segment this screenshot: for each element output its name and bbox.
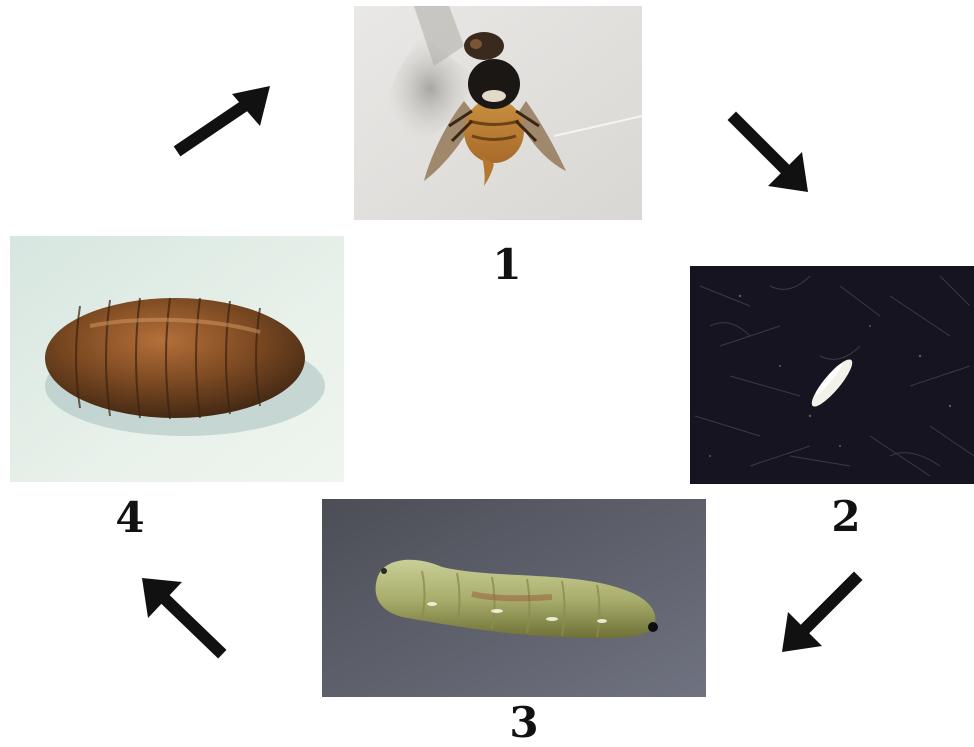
adult-fly-photo (354, 6, 642, 220)
stage-label-3: 3 (494, 702, 554, 744)
arrow-down-left-icon (770, 568, 870, 668)
arrow-up-left-icon (130, 566, 230, 666)
arrow-up-right-icon (170, 66, 280, 166)
stage-label-1: 1 (477, 244, 537, 286)
larva-photo (322, 499, 706, 697)
pupa-photo (10, 236, 344, 482)
stage-label-2: 2 (816, 496, 876, 538)
egg-photo (690, 266, 974, 484)
stage-label-4: 4 (100, 497, 160, 539)
arrow-down-right-icon (726, 108, 826, 208)
